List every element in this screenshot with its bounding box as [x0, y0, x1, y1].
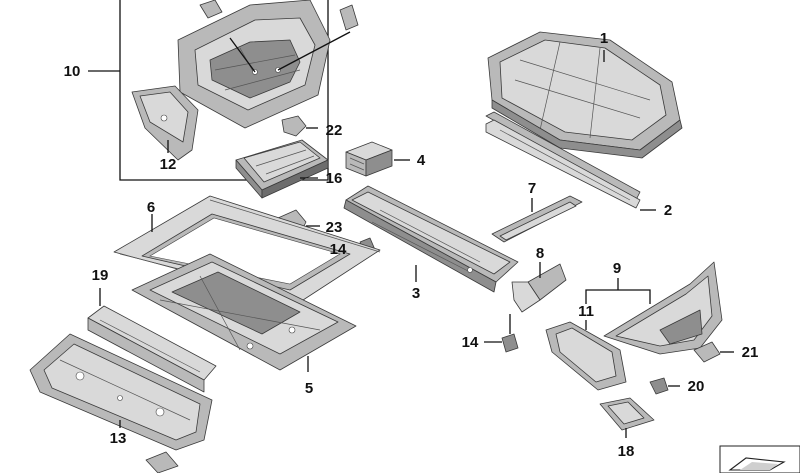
- part-1-rear-floor-panel[interactable]: [487, 31, 683, 159]
- callout-9[interactable]: 9: [613, 260, 621, 277]
- callout-21[interactable]: 21: [742, 344, 759, 361]
- part-10-rear-structure[interactable]: [177, 0, 359, 129]
- group-10-bracket: [88, 0, 329, 181]
- part-9-bracket: [585, 278, 651, 304]
- part-14-clip-lower[interactable]: [484, 314, 519, 353]
- part-8-bracket[interactable]: [511, 262, 567, 313]
- callout-6[interactable]: 6: [147, 199, 155, 216]
- part-12-bracket-plate[interactable]: [131, 85, 199, 161]
- callout-23[interactable]: 23: [326, 219, 343, 236]
- part-16-tray[interactable]: [235, 139, 329, 199]
- callout-1[interactable]: 1: [600, 30, 608, 47]
- callout-14-lower[interactable]: 14: [462, 334, 479, 351]
- part-9-wheel-arch-rear[interactable]: [603, 261, 723, 355]
- part-20-clip[interactable]: [649, 377, 680, 395]
- callout-labels: 1 2 3 4 5 6 7 8 9 10 11 12 13 14 14 16 1…: [64, 30, 759, 460]
- callout-3[interactable]: 3: [412, 285, 420, 302]
- callout-16[interactable]: 16: [326, 170, 343, 187]
- part-21-clip[interactable]: [693, 341, 734, 363]
- orientation-logo: [719, 445, 800, 473]
- part-22-clip[interactable]: [281, 115, 318, 137]
- part-3-tunnel-member[interactable]: [343, 185, 519, 293]
- callout-10[interactable]: 10: [64, 63, 81, 80]
- part-19-cross-member[interactable]: [87, 288, 217, 393]
- callout-20[interactable]: 20: [688, 378, 705, 395]
- callout-4[interactable]: 4: [417, 152, 426, 169]
- callout-14-upper[interactable]: 14: [330, 241, 347, 258]
- callout-13[interactable]: 13: [110, 430, 127, 447]
- callout-18[interactable]: 18: [618, 443, 635, 460]
- part-5-floor-pan[interactable]: [131, 253, 357, 372]
- part-18-bracket[interactable]: [599, 397, 655, 438]
- part-13-rear-panel[interactable]: [29, 333, 213, 473]
- callout-19[interactable]: 19: [92, 267, 109, 284]
- part-6-floor-frame[interactable]: [113, 195, 381, 303]
- callout-2[interactable]: 2: [664, 202, 672, 219]
- part-4-block[interactable]: [345, 141, 410, 177]
- callout-11[interactable]: 11: [578, 303, 594, 320]
- callout-7[interactable]: 7: [528, 180, 536, 197]
- part-2-cross-rail[interactable]: [485, 111, 656, 211]
- callout-5[interactable]: 5: [305, 380, 313, 397]
- callout-22[interactable]: 22: [326, 122, 343, 139]
- part-11-wheel-arch-front[interactable]: [545, 320, 627, 391]
- part-7-strut[interactable]: [491, 195, 583, 243]
- callout-12[interactable]: 12: [160, 156, 177, 173]
- callout-8[interactable]: 8: [536, 245, 544, 262]
